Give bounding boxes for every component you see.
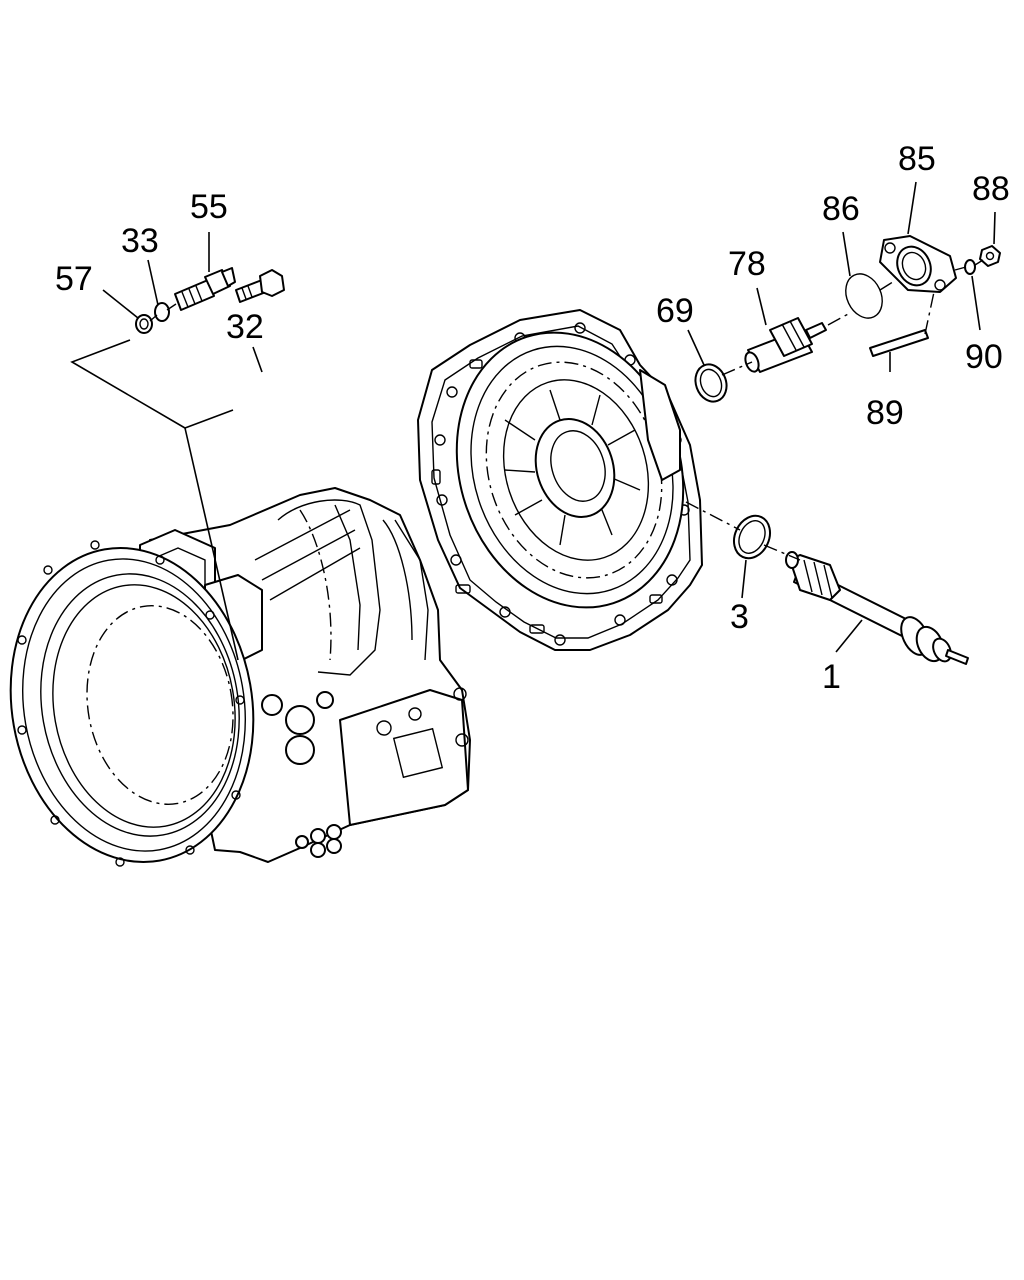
pump-housing-plate [417,309,703,651]
callout-78: 78 [728,245,766,283]
snap-ring-86 [845,273,883,319]
bolt-32 [235,269,285,303]
seal-ring-3 [733,514,771,560]
leader-lines [70,181,996,661]
washer-90 [964,259,976,275]
callout-1: 1 [822,658,841,696]
callout-55: 55 [190,188,228,226]
callout-86: 86 [822,190,860,228]
cover-85 [879,235,957,293]
callout-33: 33 [121,222,159,260]
stud-89 [869,329,929,357]
callout-69: 69 [656,292,694,330]
nut-88 [979,245,1001,267]
callout-32: 32 [226,308,264,346]
washer-33 [154,302,170,322]
output-shaft [785,551,969,665]
callout-57: 57 [55,260,93,298]
callout-85: 85 [898,140,936,178]
callout-3: 3 [730,598,749,636]
washer-57 [135,314,153,334]
speed-sensor-78 [744,317,827,373]
callout-89: 89 [866,394,904,432]
callout-88: 88 [972,170,1010,208]
callout-90: 90 [965,338,1003,376]
o-ring-69 [694,363,728,403]
fitting-55 [174,267,236,311]
transmission-case [9,487,471,867]
